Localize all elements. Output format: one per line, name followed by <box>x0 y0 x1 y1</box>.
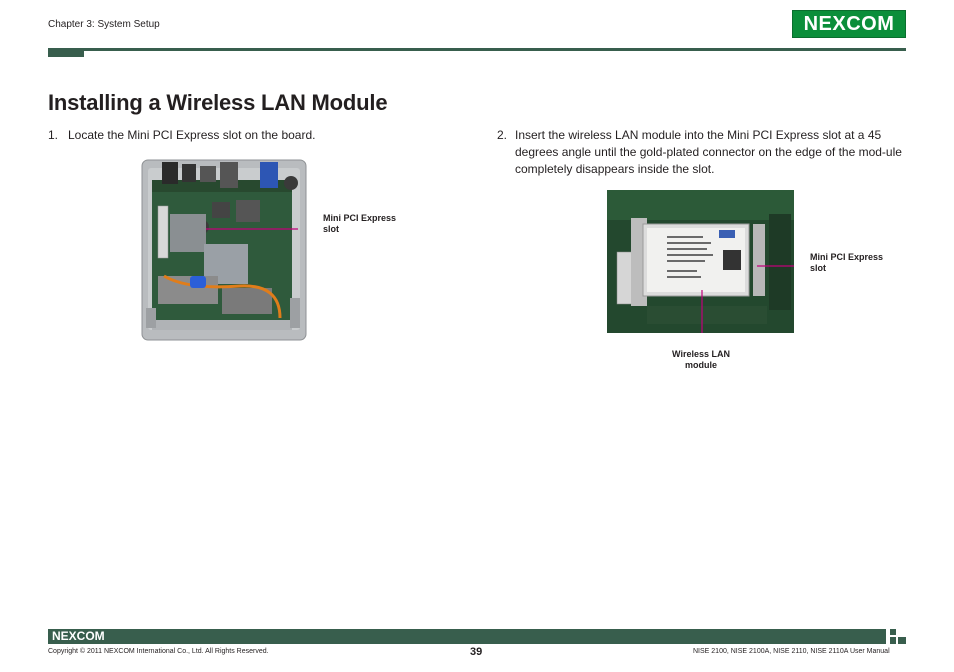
page-number: 39 <box>470 646 483 658</box>
manual-title: NISE 2100, NISE 2100A, NISE 2110, NISE 2… <box>693 648 890 655</box>
footer-square-right <box>898 637 906 644</box>
footer-square-left <box>890 637 896 644</box>
header-rule <box>48 48 906 51</box>
step-1-text: Locate the Mini PCI Express slot on the … <box>68 128 316 142</box>
logo-text-pre: NE <box>803 12 833 35</box>
header-block <box>48 48 84 57</box>
step-2-text: Insert the wireless LAN module into the … <box>515 128 902 176</box>
footer-nexcom-logo: NEXCOM <box>52 629 105 643</box>
step-1: 1. Locate the Mini PCI Express slot on th… <box>48 127 315 144</box>
callout-mini-pci-slot-1: Mini PCI Express slot <box>323 213 397 234</box>
logo-text-post: COM <box>846 12 895 35</box>
logo-text-x: X <box>832 12 847 35</box>
step-1-number: 1. <box>48 128 59 142</box>
nexcom-logo: NE X COM <box>792 10 906 38</box>
callout-mini-pci-slot-2: Mini PCI Express slot <box>810 252 884 273</box>
footer-square-top <box>890 629 896 635</box>
chapter-label: Chapter 3: System Setup <box>48 19 160 30</box>
page-title: Installing a Wireless LAN Module <box>48 90 388 115</box>
footer-squares <box>890 629 908 644</box>
step-2-number: 2. <box>497 128 508 142</box>
board-photo <box>141 159 307 341</box>
callout-wireless-lan-module: Wireless LAN module <box>672 349 730 370</box>
wlan-module-photo <box>607 190 794 333</box>
copyright-text: Copyright © 2011 NEXCOM International Co… <box>48 648 269 655</box>
footer-bar <box>48 629 886 644</box>
